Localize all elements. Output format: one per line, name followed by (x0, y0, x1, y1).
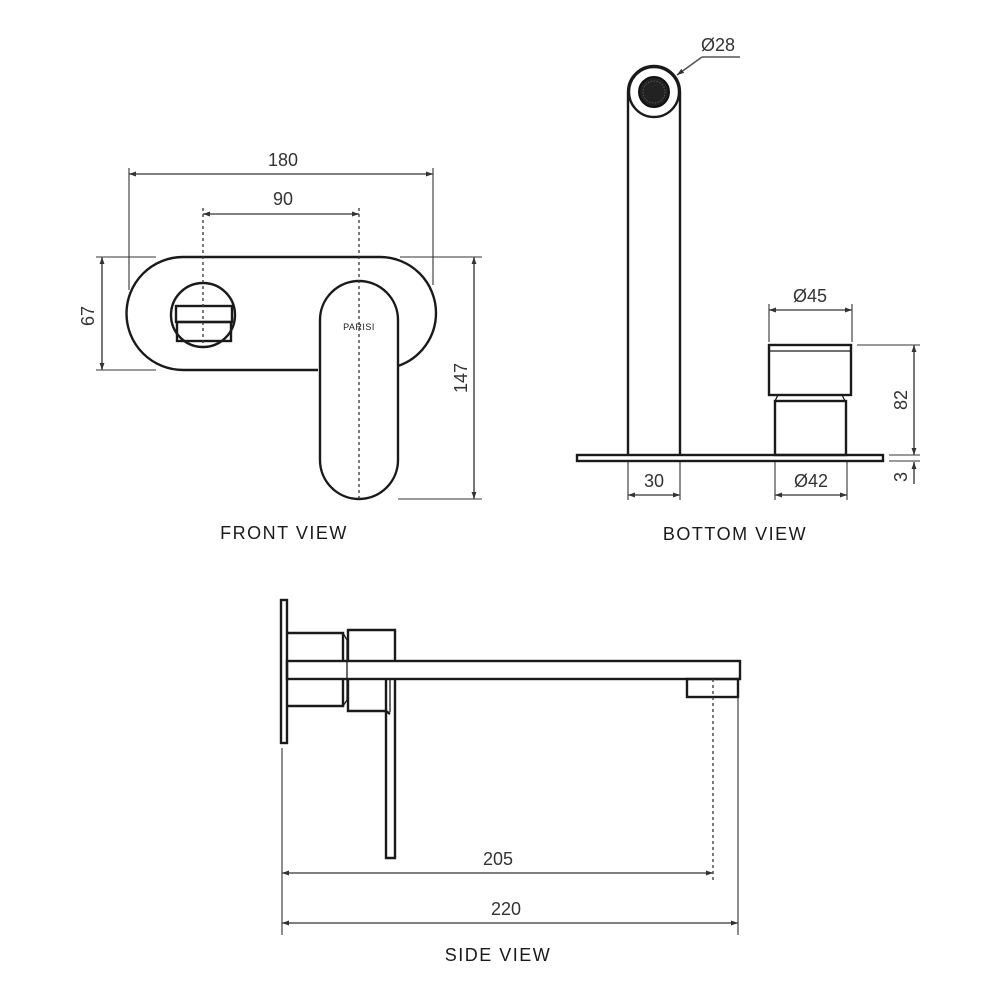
side-handle-head (346, 628, 397, 661)
spout-body (626, 64, 682, 455)
dim-center-spacing: 90 (273, 189, 293, 209)
dim-plate-height: 67 (78, 306, 98, 326)
side-view: 205 220 SIDE VIEW (279, 598, 742, 965)
side-lever (384, 679, 397, 860)
brand-logo: PARISI (343, 322, 375, 332)
front-view: PARISI 180 90 67 147 FRONT VIEW (78, 150, 482, 543)
diverter-knob-bottom (175, 320, 233, 343)
handle-cap (767, 343, 853, 397)
front-backplate (125, 255, 438, 372)
bottom-view: Ø28 30 Ø45 Ø42 82 3 BOTTOM VIEW (575, 35, 920, 544)
side-spout-arm (285, 659, 742, 681)
diverter-knob-top (174, 304, 234, 324)
side-view-label: SIDE VIEW (445, 945, 552, 965)
dim-spout-width: 30 (644, 471, 664, 491)
dim-handle-height: 82 (891, 390, 911, 410)
bottom-baseplate (575, 453, 885, 463)
dim-leader-28 (676, 56, 703, 76)
dim-overall-height: 147 (451, 363, 471, 393)
dim-spout-diameter: Ø28 (701, 35, 735, 55)
dim-handle-top-diameter: Ø45 (793, 286, 827, 306)
dim-overall-projection: 220 (491, 899, 521, 919)
dim-spout-center-projection: 205 (483, 849, 513, 869)
bottom-view-label: BOTTOM VIEW (663, 524, 807, 544)
dim-overall-width: 180 (268, 150, 298, 170)
spout-outlet-ring (627, 65, 681, 119)
dim-handle-base-diameter: Ø42 (794, 471, 828, 491)
front-view-label: FRONT VIEW (220, 523, 348, 543)
handle-base (773, 399, 848, 457)
dim-plate-thickness: 3 (891, 472, 911, 482)
